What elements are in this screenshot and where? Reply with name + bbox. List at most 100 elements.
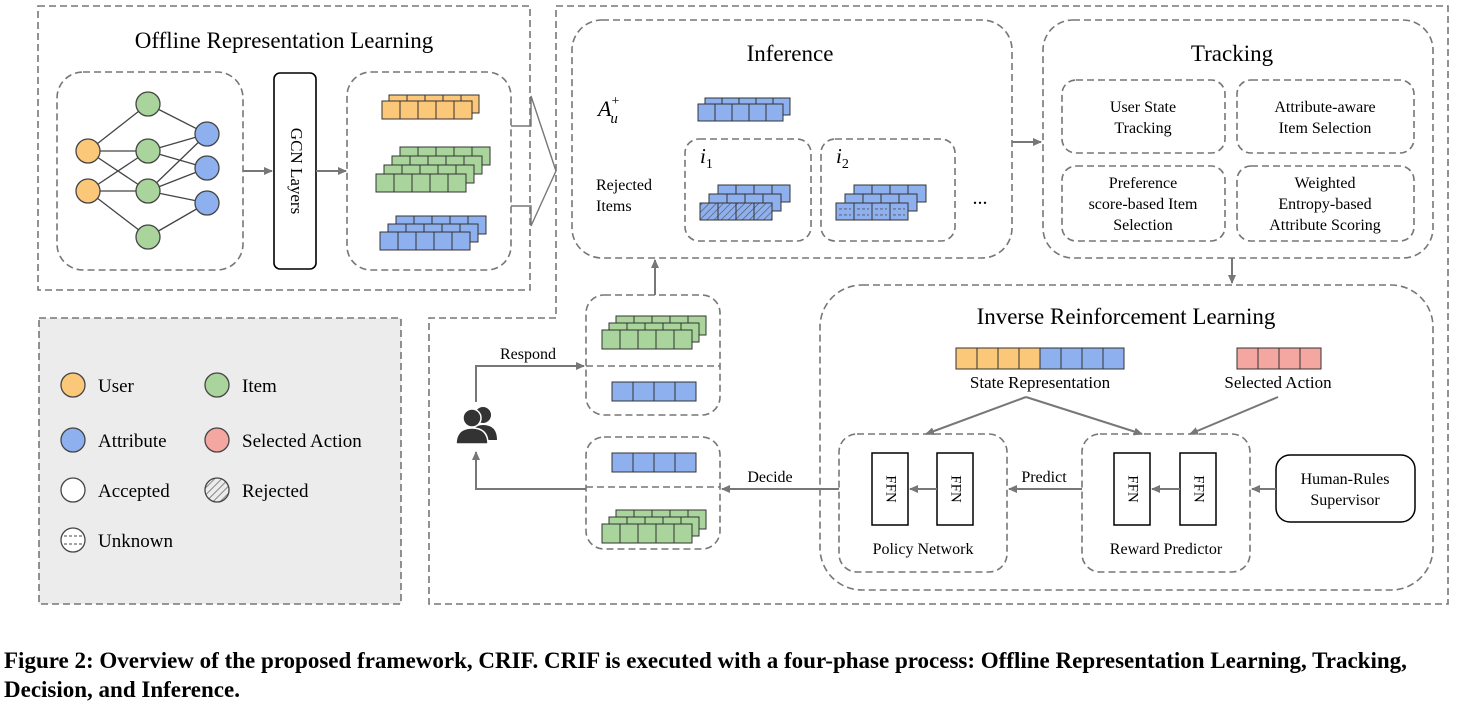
embedding-cell	[674, 452, 697, 473]
legend-selected-action-icon	[204, 427, 230, 453]
rejected-cell-hatch	[699, 202, 719, 221]
item1-symbol: i1	[700, 144, 713, 172]
embedding-cell	[1081, 347, 1104, 370]
legend-unknown-label: Unknown	[98, 531, 173, 552]
selected-action-embedding	[1236, 347, 1322, 370]
reward-ffn-label: FFN	[1125, 475, 1141, 503]
embedding-cell	[619, 523, 639, 544]
embedding-row	[1236, 347, 1322, 370]
policy-network-box	[838, 433, 1008, 573]
offline-panel-border	[37, 5, 531, 291]
tracking-box-user-state	[1061, 79, 1226, 154]
rejected-cell-hatch	[753, 202, 773, 221]
embedding-cell	[415, 231, 435, 251]
offline-embedding-stacks	[375, 94, 491, 251]
tracking-box3-line1: Preference	[1109, 175, 1177, 192]
embedding-cell	[673, 329, 693, 350]
offline-to-inference-hollow-arrow	[511, 95, 557, 227]
embedding-cell	[375, 173, 395, 193]
embedding-cell	[379, 231, 399, 251]
tracking-box3-line2: score-based Item	[1089, 196, 1198, 213]
policy-ffn-block	[871, 452, 909, 526]
legend-accepted-icon	[60, 477, 86, 503]
tracking-box4-line1: Weighted	[1295, 175, 1356, 192]
rejected-item1-embedding	[699, 184, 791, 221]
item2-symbol: i2	[836, 144, 849, 172]
embedding-row	[375, 173, 467, 193]
rejected-cell-hatch	[717, 202, 737, 221]
item-node	[135, 224, 161, 250]
embedding-cell	[835, 202, 855, 221]
selected-action-label: Selected Action	[1224, 373, 1332, 392]
response-attribute-embedding	[611, 381, 697, 402]
embedding-cell	[655, 329, 675, 350]
tracking-box2-line1: Attribute-aware	[1274, 99, 1375, 116]
legend-item-icon	[204, 372, 230, 398]
reward-predictor-label: Reward Predictor	[1110, 541, 1223, 558]
accepted-attributes-symbol: A+u	[596, 94, 619, 127]
embedding-row	[697, 103, 784, 122]
legend-user-label: User	[98, 376, 135, 397]
embedding-cell	[673, 523, 693, 544]
embedding-row	[835, 202, 909, 221]
embedding-cell	[611, 452, 634, 473]
gcn-layers-label: GCN Layers	[287, 128, 306, 214]
reward-ffn-block	[1179, 452, 1217, 526]
embedding-cell	[1102, 347, 1125, 370]
tracking-box-weighted-entropy	[1236, 165, 1415, 242]
item-node	[135, 138, 161, 164]
embedding-cell	[397, 231, 417, 251]
embedding-row	[381, 100, 473, 120]
human-rules-supervisor-box	[1275, 454, 1416, 523]
response-box	[585, 294, 721, 416]
crif-framework-diagram: Offline Representation Learning G	[37, 5, 1449, 605]
respond-label: Respond	[500, 346, 556, 363]
graph-nodes	[75, 91, 220, 250]
action-to-reward-arrow	[1189, 396, 1279, 435]
embedding-cell	[1060, 347, 1083, 370]
embedding-cell	[429, 173, 449, 193]
supervisor-line2: Supervisor	[1310, 492, 1380, 509]
embedding-row	[611, 452, 697, 473]
tracking-box-attribute-aware	[1236, 79, 1415, 154]
embedding-cell	[1236, 347, 1259, 370]
irl-panel: Inverse Reinforcement Learning State Rep…	[819, 284, 1434, 591]
embedding-cell	[765, 103, 784, 122]
legend-panel: User Item Attribute Selected Action Acce…	[38, 317, 402, 605]
figure-caption: Figure 2: Overview of the proposed frame…	[4, 648, 1407, 702]
embedding-cell	[1257, 347, 1280, 370]
right-outer-panel-border	[428, 5, 1449, 605]
embedding-cell	[417, 100, 437, 120]
legend-item-label: Item	[242, 376, 277, 397]
attribute-node	[194, 121, 220, 147]
embedding-row	[379, 231, 471, 251]
tracking-box2-line2: Item Selection	[1279, 120, 1372, 137]
rejected-items-label-line2: Items	[596, 198, 632, 215]
embedding-cell	[853, 202, 873, 221]
reward-ffn-block	[1113, 452, 1151, 526]
tracking-border	[1042, 19, 1434, 259]
attribute-node	[194, 190, 220, 216]
embedding-cell	[601, 329, 621, 350]
rejected-item1-box	[684, 138, 812, 242]
embedding-row	[699, 202, 773, 221]
response-item-embedding	[601, 315, 707, 350]
embedding-cell	[632, 381, 655, 402]
tracking-box4-line3: Attribute Scoring	[1269, 217, 1381, 234]
embedding-cell	[619, 329, 639, 350]
irl-title: Inverse Reinforcement Learning	[977, 304, 1276, 329]
embedding-cell	[748, 103, 767, 122]
legend-attribute-label: Attribute	[98, 431, 167, 452]
decision-response-flow: Decide Respond	[455, 259, 839, 550]
embedding-cell	[611, 381, 634, 402]
rejected-item2-box	[820, 138, 956, 242]
embedding-cell	[731, 103, 750, 122]
embedding-cell	[997, 347, 1020, 370]
tracking-box3-line3: Selection	[1113, 217, 1173, 234]
embedding-cell	[697, 103, 716, 122]
embedding-cell	[447, 173, 467, 193]
inference-title: Inference	[747, 41, 834, 66]
tracking-box1-line2: Tracking	[1114, 120, 1171, 137]
tracking-box1-line1: User State	[1110, 99, 1176, 116]
embedding-cell	[435, 100, 455, 120]
